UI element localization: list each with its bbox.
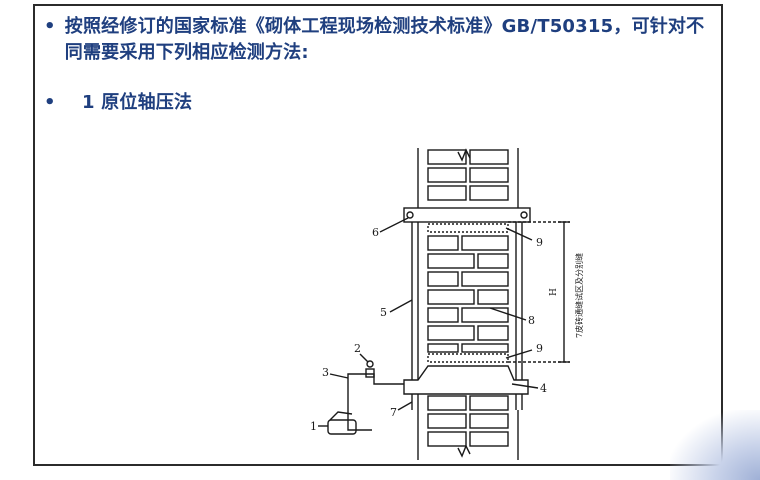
label-9-bottom: 9 — [536, 342, 543, 355]
flat-jack — [403, 365, 529, 395]
label-4: 4 — [540, 382, 547, 395]
dimension-note: 7皮砖通缝试区及分别缝 — [574, 253, 584, 338]
oil-pipe — [347, 373, 404, 431]
label-8: 8 — [528, 314, 535, 327]
hand-pump — [327, 419, 357, 435]
bullet-item-method: • 1 原位轴压法 — [44, 90, 444, 116]
break-mark-top — [457, 148, 471, 162]
upper-brick-course — [417, 148, 519, 208]
label-2: 2 — [354, 342, 361, 355]
label-3: 3 — [322, 366, 329, 379]
pressure-gauge — [365, 368, 375, 378]
label-1: 1 — [310, 420, 317, 433]
top-reaction-plate — [403, 207, 531, 223]
label-5: 5 — [380, 306, 387, 319]
bullet-item-standard: • 按照经修订的国家标准《砌体工程现场检测技术标准》GB/T50315，可针对不… — [44, 14, 720, 66]
label-7: 7 — [390, 406, 397, 419]
mortar-cushion-top — [427, 223, 509, 233]
test-brick-area — [427, 235, 509, 353]
bullet-text: 1 原位轴压法 — [82, 92, 193, 113]
break-mark-bottom — [457, 444, 471, 458]
bullet-marker: • — [44, 16, 56, 37]
slide-frame — [33, 4, 723, 466]
mortar-cushion-bottom — [427, 353, 509, 363]
label-9-top: 9 — [536, 236, 543, 249]
in-situ-compression-diagram: 6 9 5 8 9 4 7 2 3 1 H 7皮砖通缝试区及分别缝 — [310, 148, 584, 460]
dimension-h-label: H — [549, 288, 559, 296]
lower-brick-course — [417, 395, 519, 460]
bullet-text: 按照经修订的国家标准《砌体工程现场检测技术标准》GB/T50315，可针对不同需… — [64, 16, 705, 63]
label-6: 6 — [372, 226, 379, 239]
bullet-marker: • — [44, 92, 56, 113]
